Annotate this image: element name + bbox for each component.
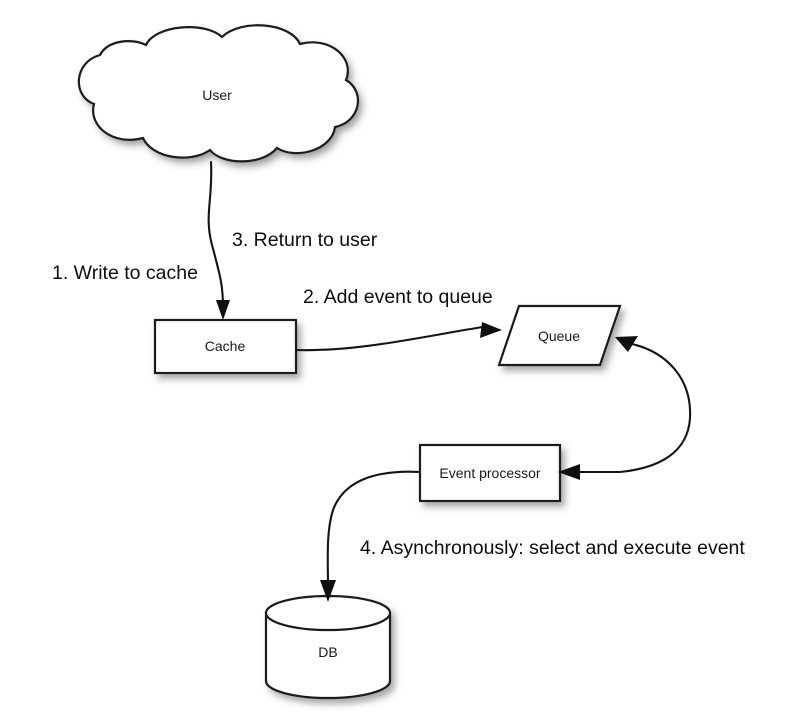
queue-shape (497, 304, 622, 367)
step-label-2: 2. Add event to queue (303, 286, 493, 308)
node-user-label: User (202, 87, 232, 103)
node-event-processor[interactable]: Event processor (418, 443, 562, 503)
edge-queue-to-proc[interactable] (558, 464, 622, 480)
edge-cache-to-queue[interactable] (294, 322, 502, 352)
node-queue-label: Queue (538, 328, 580, 344)
edge-proc-to-db-line (326, 470, 422, 590)
step-label-4: 4. Asynchronously: select and execute ev… (360, 537, 745, 559)
edge-proc-to-queue[interactable] (615, 336, 692, 474)
edge-proc-to-db[interactable] (320, 470, 422, 602)
db-body (264, 611, 392, 700)
event-processor-box (418, 443, 562, 503)
edge-cache-to-queue-line (294, 325, 485, 352)
step-label-3: 3. Return to user (232, 229, 378, 251)
node-db[interactable]: DB (264, 594, 392, 700)
arrowhead-event-processor (558, 464, 580, 480)
node-cache-label: Cache (205, 338, 246, 354)
node-event-processor-label: Event processor (439, 465, 540, 481)
edge-proc-to-queue-line (618, 342, 692, 474)
step-label-1: 1. Write to cache (52, 262, 198, 284)
arrowhead-db (320, 580, 336, 602)
node-cache[interactable]: Cache (153, 318, 298, 375)
cloud-outline (77, 24, 359, 163)
node-db-label: DB (318, 644, 337, 660)
edge-user-to-cache-line (207, 160, 225, 309)
arrowhead-queue-loop (615, 336, 638, 352)
cache-box (153, 318, 298, 375)
node-user[interactable]: User (77, 24, 359, 163)
arrowhead-queue-in (480, 322, 502, 338)
arrowhead-cache (216, 300, 230, 320)
cloud-shape (78, 25, 358, 162)
node-queue[interactable]: Queue (497, 304, 622, 367)
edge-user-to-cache[interactable] (207, 160, 230, 320)
